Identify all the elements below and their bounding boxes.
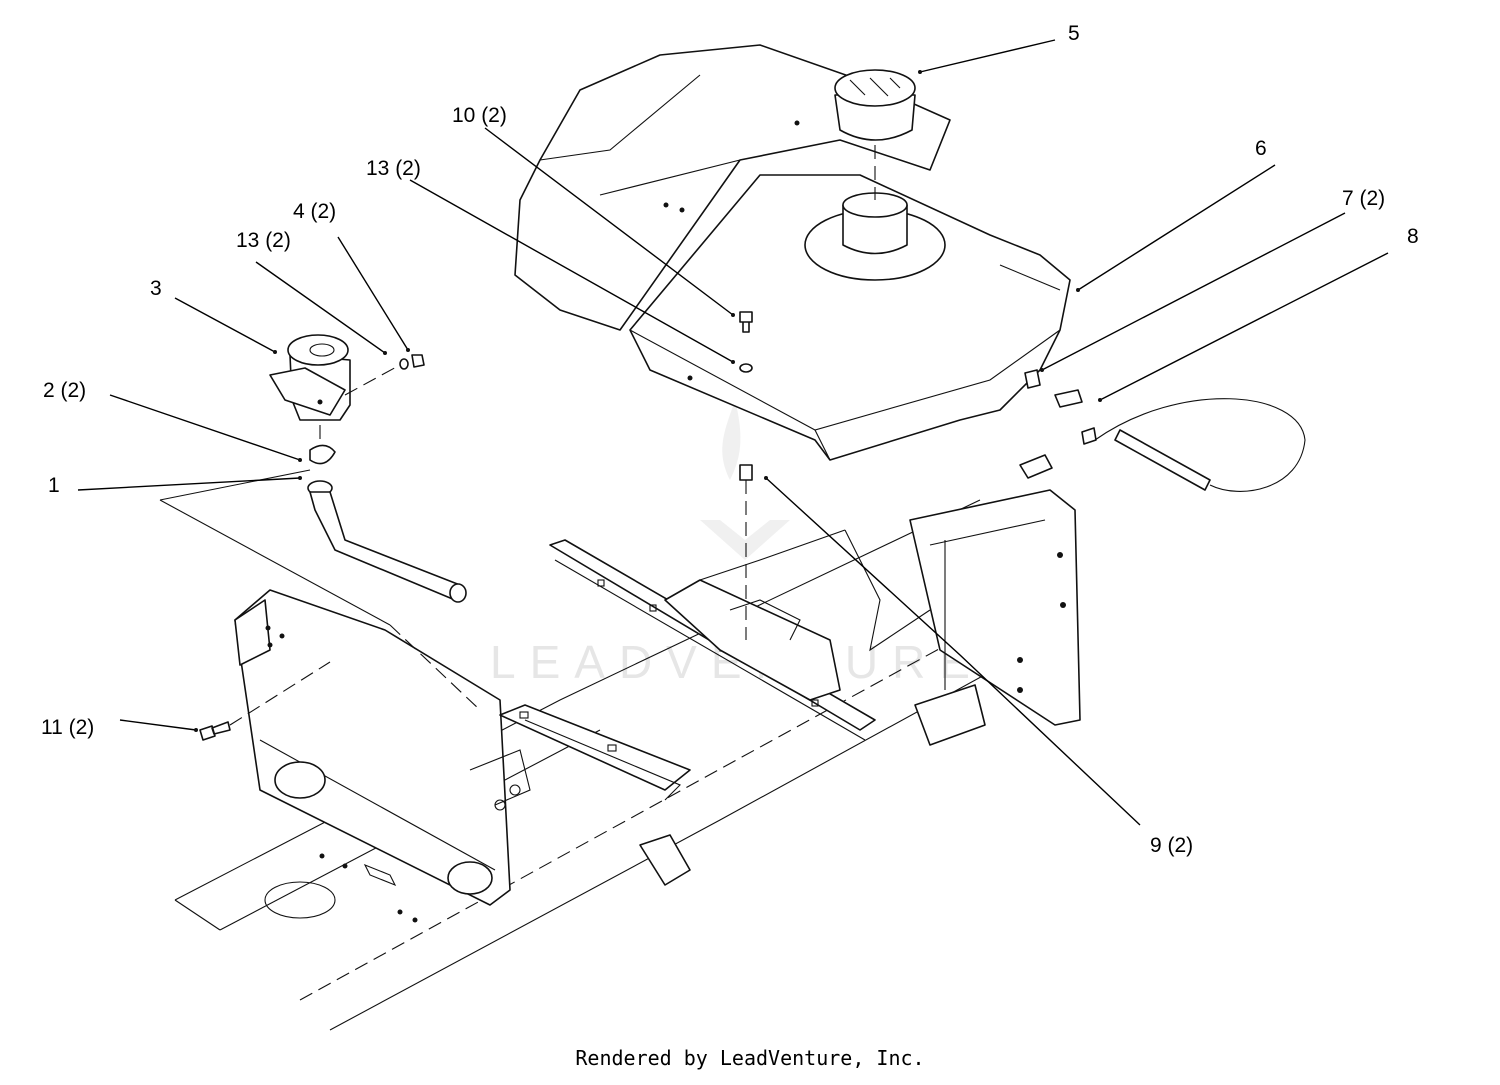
hose-clamp-right [1024,369,1041,389]
vent-tube [1114,429,1211,491]
washer-left [399,358,409,370]
callout-2: 2 (2) [43,379,86,402]
coolant-reservoir [159,334,481,711]
leader-lines [77,39,1389,826]
washer-tank [739,363,753,373]
spacer [739,464,753,481]
callout-11: 11 (2) [41,716,94,739]
callout-6: 6 [1255,137,1267,160]
callout-13-tank: 13 (2) [366,157,421,180]
hose-clamp-lower [1081,427,1097,445]
callout-3: 3 [150,277,162,300]
fuel-tank [514,44,1071,461]
callout-9: 9 (2) [1150,834,1193,857]
callout-13-reservoir: 13 (2) [236,229,291,252]
watermark-logo [700,400,790,560]
callout-7: 7 (2) [1342,187,1385,210]
callout-1: 1 [48,474,60,497]
screw-frame [199,721,231,741]
callout-4: 4 (2) [293,200,336,223]
fuel-line [1054,389,1083,408]
render-credit: Rendered by LeadVenture, Inc. [575,1046,925,1070]
bolt-tank [739,311,753,333]
nut-left [411,354,425,368]
callout-10: 10 (2) [452,104,507,127]
frame-assembly [174,489,1081,1031]
fuel-cap [834,69,916,200]
fuel-fitting [1019,454,1053,479]
callout-5: 5 [1068,22,1080,45]
callout-8: 8 [1407,225,1419,248]
